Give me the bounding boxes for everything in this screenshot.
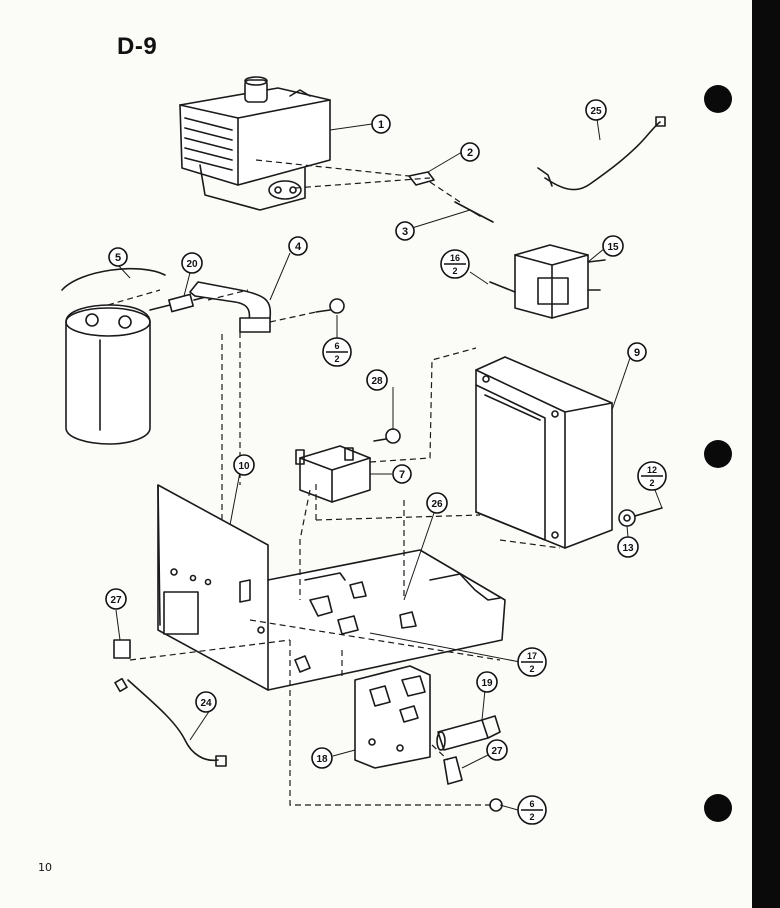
svg-text:13: 13	[622, 543, 634, 554]
fraction-callout-16-2: 16 2	[440, 249, 470, 279]
callout-2: 2	[460, 142, 480, 162]
svg-text:28: 28	[0, 0, 2, 1]
page-number: 10	[38, 861, 52, 874]
callout-5: 5	[108, 247, 128, 267]
svg-text:2: 2	[334, 354, 339, 364]
callout-20: 20	[181, 252, 203, 274]
svg-text:6: 6	[529, 799, 534, 809]
callout-24: 24	[195, 691, 217, 713]
callout-1: 1	[371, 114, 391, 134]
callout-4: 4	[288, 236, 308, 256]
callout-28-a: 28	[366, 369, 388, 391]
svg-text:7: 7	[399, 469, 405, 481]
callout-9: 9	[627, 342, 647, 362]
svg-text:16: 16	[450, 253, 460, 263]
svg-text:5: 5	[115, 252, 121, 264]
svg-text:1: 1	[378, 119, 384, 131]
callout-15: 15	[602, 235, 624, 257]
svg-text:27: 27	[110, 595, 122, 606]
callout-19: 19	[476, 671, 498, 693]
diagram-title: D-9	[117, 33, 158, 60]
svg-text:2: 2	[467, 147, 473, 159]
base-plate-part	[157, 484, 506, 691]
callout-26: 26	[426, 492, 448, 514]
svg-text:10: 10	[238, 461, 250, 472]
svg-text:6: 6	[334, 341, 339, 351]
callout-28-b: 28	[0, 0, 2, 1]
svg-text:2: 2	[649, 478, 654, 488]
svg-text:9: 9	[634, 347, 640, 359]
callout-3: 3	[395, 221, 415, 241]
fuse-part	[436, 715, 501, 751]
fuse-clip-part	[443, 756, 463, 785]
svg-text:25: 25	[590, 106, 602, 117]
punch-hole	[704, 85, 732, 113]
fraction-callout-6-2-b: 6 2	[517, 795, 547, 825]
thermal-switch-part	[295, 445, 371, 503]
svg-text:2: 2	[529, 664, 534, 674]
svg-text:2: 2	[529, 812, 534, 822]
connector-part	[408, 171, 435, 186]
capacitor-part	[61, 267, 166, 445]
callout-27-b: 27	[486, 739, 508, 761]
svg-text:17: 17	[527, 651, 537, 661]
wire-part	[114, 677, 227, 767]
svg-text:3: 3	[402, 226, 408, 238]
pin-part	[454, 201, 494, 223]
punch-hole	[704, 440, 732, 468]
callout-7: 7	[392, 464, 412, 484]
svg-text:27: 27	[491, 746, 503, 757]
svg-text:12: 12	[647, 465, 657, 475]
fraction-callout-17-2: 17 2	[517, 647, 547, 677]
svg-text:2: 2	[452, 266, 457, 276]
magnetron-part	[179, 76, 331, 211]
punch-hole	[704, 794, 732, 822]
callout-leaders	[115, 111, 663, 811]
callout-25: 25	[585, 99, 607, 121]
fraction-callout-6-2-a: 6 2	[322, 337, 352, 367]
callout-18: 18	[311, 747, 333, 769]
binding-strip	[752, 0, 780, 908]
callout-27-a: 27	[105, 588, 127, 610]
callout-13: 13	[617, 536, 639, 558]
callout-10: 10	[233, 454, 255, 476]
svg-text:28: 28	[371, 376, 383, 387]
terminal-board-part	[354, 665, 431, 769]
svg-text:24: 24	[200, 698, 212, 709]
svg-text:19: 19	[481, 678, 493, 689]
assembly-lines	[107, 159, 561, 806]
wire-harness-part	[537, 116, 666, 191]
svg-text:15: 15	[607, 242, 619, 253]
transformer-part	[475, 356, 613, 549]
fraction-callout-12-2: 12 2	[637, 461, 667, 491]
svg-text:26: 26	[431, 499, 443, 510]
svg-text:18: 18	[316, 754, 328, 765]
svg-text:20: 20	[186, 259, 198, 270]
bracket-part	[189, 281, 272, 333]
clip-part	[113, 639, 131, 659]
svg-text:4: 4	[295, 241, 302, 253]
relay-part	[489, 244, 606, 319]
